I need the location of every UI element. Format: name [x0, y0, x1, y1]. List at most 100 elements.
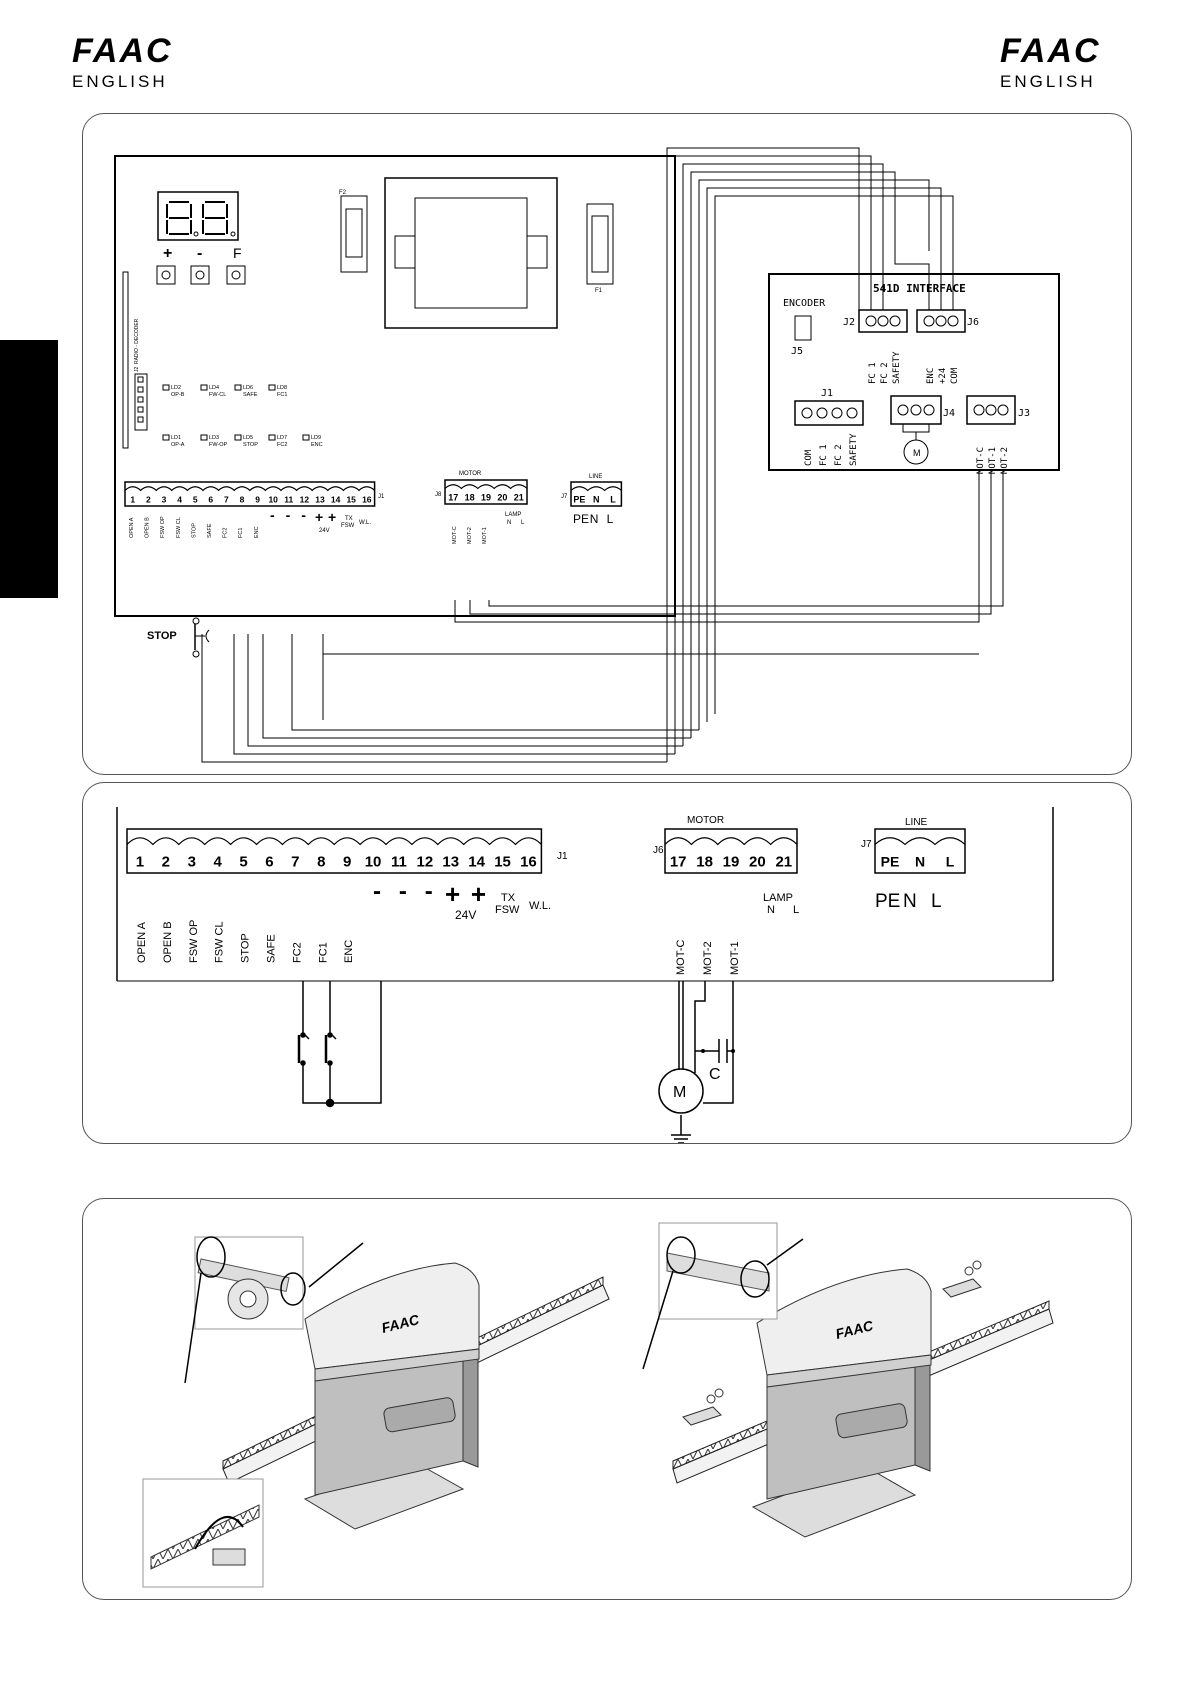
j7-terminal-number: N — [593, 494, 600, 504]
j1-function-label: FSW OP — [160, 516, 166, 538]
j1-terminal-number-large: 16 — [520, 853, 537, 870]
figure-1-wiring-diagram: + - F F2 — [114, 147, 1060, 763]
terminal-block-body — [570, 481, 623, 507]
terminal-block-body — [444, 479, 528, 505]
j1-terminal-number-large: 11 — [391, 853, 407, 870]
terminal-top-scallops — [444, 484, 528, 490]
faac-logo-left: FAAC — [72, 32, 173, 70]
j1-terminal-number-large: 10 — [365, 853, 382, 870]
j6-terminal-number-large: 21 — [775, 853, 792, 870]
j8-terminal-number: 21 — [514, 492, 524, 502]
led-name: OP-A — [171, 442, 185, 448]
svg-text:STOP: STOP — [147, 630, 177, 642]
j2-pin-label: SAFETY — [892, 351, 902, 384]
led-id: LD9 — [311, 435, 321, 441]
svg-text:F2: F2 — [339, 190, 347, 196]
motor-symbol — [658, 1068, 704, 1114]
led-id: LD7 — [277, 435, 287, 441]
j1-function-label: OPEN B — [145, 517, 151, 538]
led-id: LD2 — [171, 385, 181, 391]
led-id: LD3 — [209, 435, 219, 441]
j1-minus-symbol: - — [286, 507, 291, 523]
led-name: FC2 — [277, 442, 287, 448]
control-board — [114, 155, 676, 617]
motor-wiring — [671, 981, 734, 1144]
terminal-block-body — [874, 828, 966, 874]
j1-plus-symbol: + — [328, 509, 336, 525]
j1-terminal-number: 3 — [162, 494, 167, 504]
plus-symbol-large: + — [445, 879, 460, 909]
interconnect-wires — [201, 147, 1004, 763]
j1-terminal-number: 14 — [331, 494, 341, 504]
svg-text:J5: J5 — [791, 346, 803, 357]
v24-label-large: 24V — [455, 908, 476, 922]
j1-terminal-number-large: 15 — [494, 853, 511, 870]
line-below-label-large: L — [931, 891, 942, 912]
f-button-label: F — [233, 245, 242, 261]
j2-pin-label: FC 2 — [880, 362, 890, 384]
led-name: FC1 — [277, 392, 287, 398]
led-id: LD1 — [171, 435, 181, 441]
encoder-label: ENCODER — [783, 298, 826, 309]
j8-function-label: MOT-1 — [482, 527, 488, 544]
lamp-l-label-large: L — [793, 904, 799, 916]
j1-terminal-number: 13 — [315, 494, 325, 504]
j7-below-label: L — [607, 512, 614, 526]
led-name: FW-OP — [209, 442, 228, 448]
j1-function-label: SAFE — [207, 523, 213, 538]
limit-switches — [297, 981, 382, 1108]
line-below-label-large: N — [903, 891, 917, 912]
j1-function-label-large: FC2 — [291, 942, 303, 963]
fuse-f2: F2 — [339, 190, 368, 273]
j1-function-label: ENC — [254, 526, 260, 538]
j1-terminal-number: 1 — [130, 494, 135, 504]
j1-terminal-number-large: 3 — [188, 853, 196, 870]
j1-function-label-large: OPEN B — [162, 921, 174, 963]
terminal-block-body — [664, 828, 798, 874]
j1-terminal-number-large: 7 — [291, 853, 299, 870]
terminal-block-body — [126, 828, 543, 874]
j1-minus-symbol: - — [301, 507, 306, 523]
terminal-top-scallops — [124, 486, 376, 492]
terminal-top-scallops — [874, 837, 966, 846]
led-indicator — [302, 434, 310, 441]
j1-function-label: OPEN A — [129, 517, 135, 538]
j3-pin-label: MOT-1 — [988, 447, 998, 474]
wl-label-large: W.L. — [529, 900, 551, 912]
header-left-brand: FAAC ENGLISH — [72, 34, 173, 92]
j1-terminal-number-large: 6 — [265, 853, 273, 870]
minus-symbol-large: - — [373, 878, 381, 905]
svg-text:J6: J6 — [967, 317, 979, 328]
led-indicator — [268, 384, 276, 391]
j7-terminal-number-large: PE — [881, 853, 900, 869]
j1-wl-label: W.L. — [359, 520, 371, 526]
section-side-tab — [0, 340, 58, 598]
led-name: SAFE — [243, 392, 258, 398]
j6-function-label-large: MOT-C — [675, 940, 687, 975]
j6-pin-label: ENC — [926, 368, 936, 384]
j6-terminal-number-large: 17 — [670, 853, 687, 870]
j6-terminal-number-large: 19 — [723, 853, 740, 870]
j1-function-label: FSW CL — [176, 517, 182, 538]
j1-terminal-number: 5 — [193, 494, 198, 504]
j1-terminal-number-large: 14 — [468, 853, 485, 870]
radio-decoder-slot: RADIO - DECODER J2 — [122, 271, 148, 449]
j8-label: J8 — [435, 492, 442, 498]
j1-terminal-number-large: 4 — [213, 853, 222, 870]
terminal-top-scallops — [570, 486, 622, 492]
j7-label-large: J7 — [861, 839, 872, 850]
j1-fsw-label: FSW — [341, 523, 355, 529]
j1-function-label-large: FSW CL — [214, 921, 226, 963]
svg-text:RADIO - DECODER: RADIO - DECODER — [134, 318, 140, 364]
j1-terminal-number-large: 9 — [343, 853, 351, 870]
motor-title-large: MOTOR — [687, 815, 724, 826]
iface-j1-pin-label: COM — [804, 449, 814, 466]
j8-terminal-number: 20 — [497, 492, 507, 502]
led-id: LD6 — [243, 385, 253, 391]
